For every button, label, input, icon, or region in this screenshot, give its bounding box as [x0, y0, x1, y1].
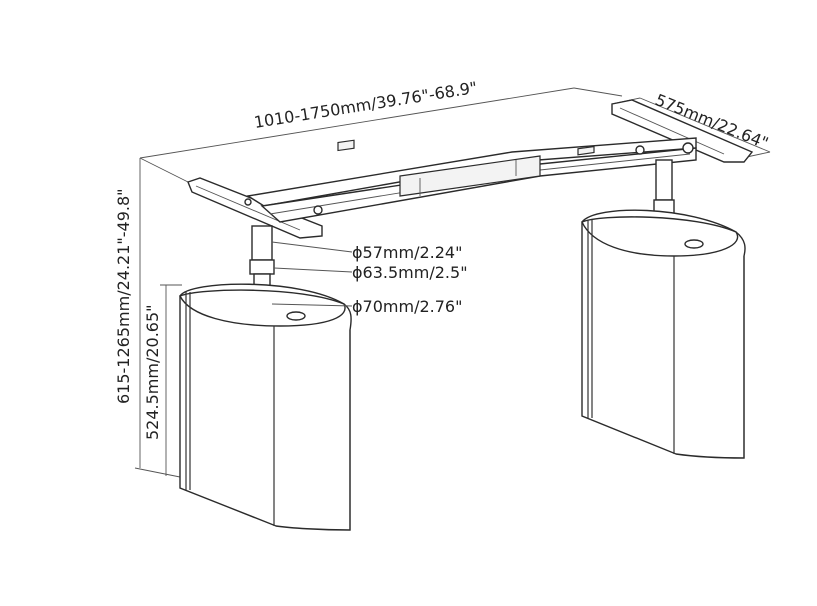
height-dimension-line: [134, 158, 186, 479]
left-base: [179, 283, 352, 531]
width-label: 1010-1750mm/39.76"-68.9": [253, 78, 479, 132]
diameter-leaders: [271, 241, 353, 307]
width-dimension-line: [139, 87, 623, 184]
base-height-dimension-line: [160, 284, 182, 476]
column-diameter-top-label: ϕ57mm/2.24": [352, 243, 462, 262]
column-diameter-middle-label: ϕ63.5mm/2.5": [352, 263, 468, 282]
column-diameter-bottom-label: ϕ70mm/2.76": [352, 297, 462, 316]
height-label: 615-1265mm/24.21"-49.8": [114, 188, 133, 404]
base-height-label: 524.5mm/20.65": [143, 304, 162, 440]
right-base: [581, 209, 746, 459]
desk-frame: [187, 99, 754, 239]
